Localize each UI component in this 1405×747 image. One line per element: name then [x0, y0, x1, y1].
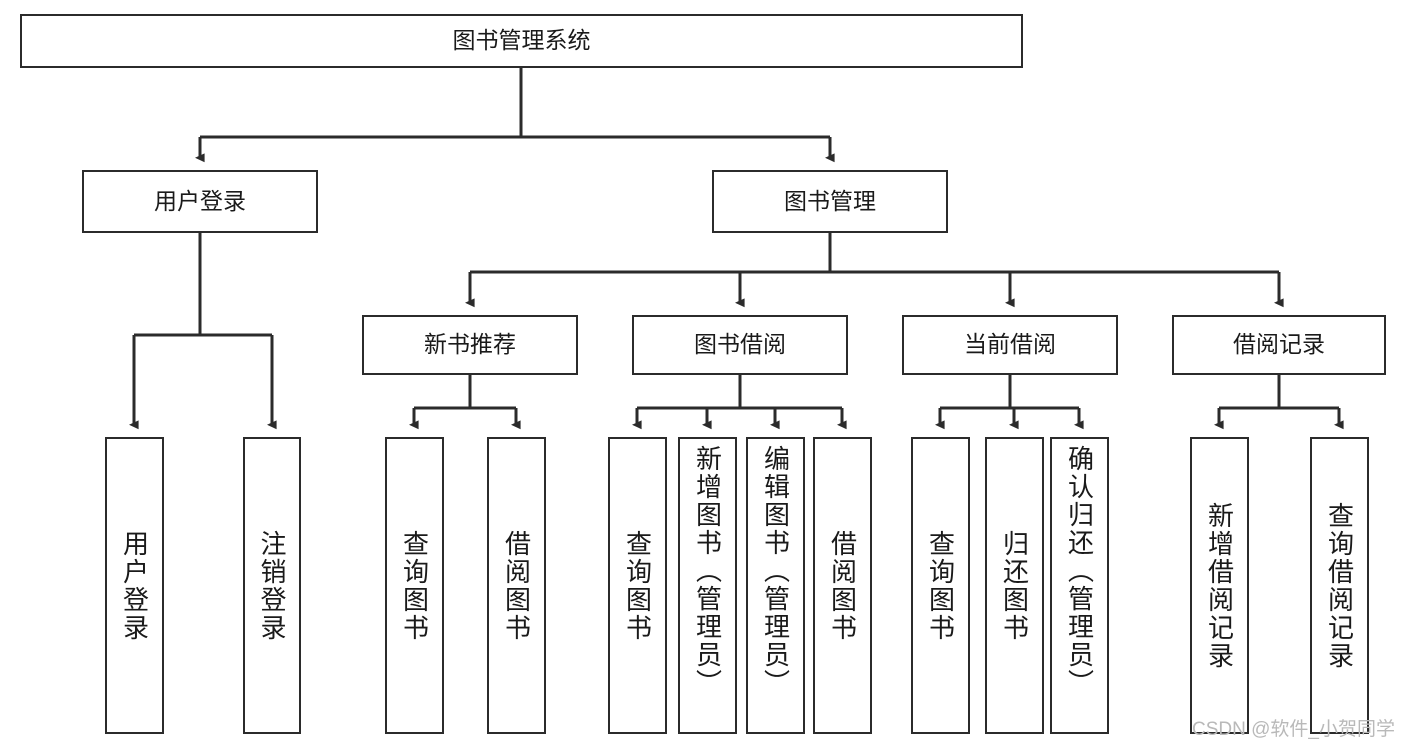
node-leaf-user-login[interactable]: 用户登录: [105, 437, 164, 734]
node-leaf-add-book[interactable]: 新增图书（管理员）: [678, 437, 737, 734]
node-leaf-return-book[interactable]: 归还图书: [985, 437, 1044, 734]
node-leaf-add-borrow-record[interactable]: 新增借阅记录: [1190, 437, 1249, 734]
csdn-watermark: CSDN @软件_小贺同学: [1192, 719, 1395, 740]
node-root-label: 图书管理系统: [452, 27, 591, 54]
node-current-borrow[interactable]: 当前借阅: [902, 315, 1118, 375]
node-book-manage[interactable]: 图书管理: [712, 170, 948, 233]
node-leaf-confirm-return[interactable]: 确认归还（管理员）: [1050, 437, 1109, 734]
node-leaf-add-borrow-record-label: 新增借阅记录: [1204, 501, 1235, 670]
node-leaf-query-borrow-record[interactable]: 查询借阅记录: [1310, 437, 1369, 734]
node-leaf-query-book-2[interactable]: 查询图书: [608, 437, 667, 734]
node-user-login-label: 用户登录: [154, 187, 246, 214]
node-leaf-edit-book[interactable]: 编辑图书（管理员）: [746, 437, 805, 734]
node-leaf-query-book-1-label: 查询图书: [399, 529, 430, 642]
node-leaf-add-book-label: 新增图书（管理员）: [692, 445, 723, 697]
node-current-borrow-label: 当前借阅: [964, 331, 1056, 358]
node-leaf-return-book-label: 归还图书: [999, 529, 1030, 642]
node-book-manage-label: 图书管理: [784, 187, 876, 214]
node-leaf-logout-label: 注销登录: [257, 529, 287, 642]
node-book-borrow[interactable]: 图书借阅: [632, 315, 848, 375]
node-leaf-query-book-3[interactable]: 查询图书: [911, 437, 970, 734]
node-leaf-user-login-label: 用户登录: [119, 529, 150, 642]
node-leaf-query-borrow-record-label: 查询借阅记录: [1324, 501, 1355, 670]
node-borrow-record-label: 借阅记录: [1233, 331, 1325, 358]
node-user-login[interactable]: 用户登录: [82, 170, 318, 233]
node-book-borrow-label: 图书借阅: [694, 331, 786, 358]
node-borrow-record[interactable]: 借阅记录: [1172, 315, 1386, 375]
node-leaf-borrow-book-1[interactable]: 借阅图书: [487, 437, 546, 734]
node-new-book-recommend[interactable]: 新书推荐: [362, 315, 578, 375]
node-leaf-borrow-book-1-label: 借阅图书: [501, 529, 532, 642]
node-leaf-query-book-3-label: 查询图书: [925, 529, 956, 642]
node-leaf-logout[interactable]: 注销登录: [243, 437, 301, 734]
node-leaf-query-book-2-label: 查询图书: [622, 529, 653, 642]
node-leaf-edit-book-label: 编辑图书（管理员）: [760, 445, 791, 697]
node-leaf-confirm-return-label: 确认归还（管理员）: [1064, 445, 1095, 697]
node-new-book-recommend-label: 新书推荐: [424, 331, 516, 358]
node-leaf-borrow-book-2-label: 借阅图书: [827, 529, 858, 642]
node-leaf-query-book-1[interactable]: 查询图书: [385, 437, 444, 734]
node-leaf-borrow-book-2[interactable]: 借阅图书: [813, 437, 872, 734]
node-root[interactable]: 图书管理系统: [20, 14, 1023, 68]
